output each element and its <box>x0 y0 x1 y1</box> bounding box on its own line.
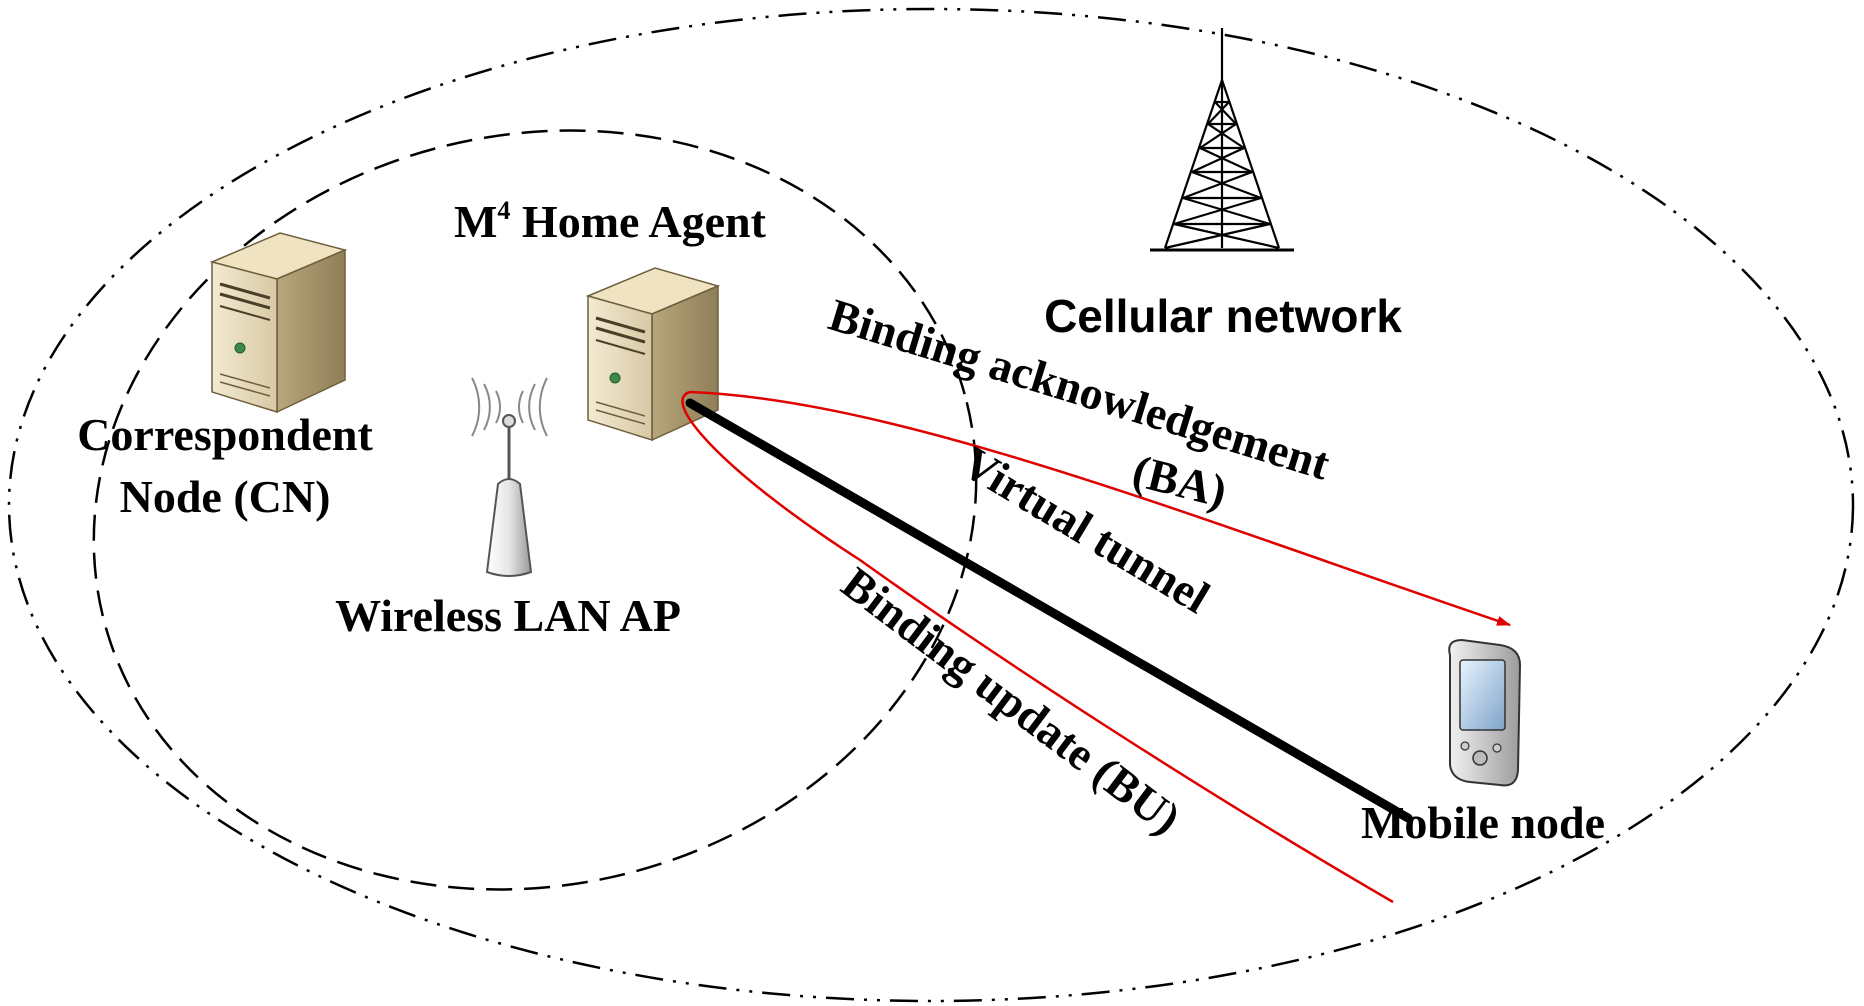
home-agent-label: M4 Home Agent <box>454 196 767 247</box>
cell-tower-icon <box>1150 28 1294 252</box>
correspondent-node-label-line1: Correspondent <box>77 409 373 460</box>
correspondent-node-label-line2: Node (CN) <box>120 471 331 522</box>
wireless-ap-icon <box>471 377 548 577</box>
mobile-pda-icon <box>1448 638 1522 787</box>
wireless-ap-label: Wireless LAN AP <box>335 590 681 641</box>
binding-ack-path <box>689 390 1511 627</box>
correspondent-server-icon <box>209 232 348 414</box>
mobile-node-label: Mobile node <box>1361 797 1605 848</box>
virtual-tunnel-line <box>685 398 1413 823</box>
cellular-coverage-ellipse <box>7 7 1855 1003</box>
cellular-network-label: Cellular network <box>1044 290 1402 342</box>
binding-update-label: Binding update (BU) <box>833 557 1190 844</box>
binding-update-path <box>681 390 1394 904</box>
wlan-coverage-ellipse <box>92 129 978 891</box>
home-agent-server-icon <box>585 267 721 442</box>
